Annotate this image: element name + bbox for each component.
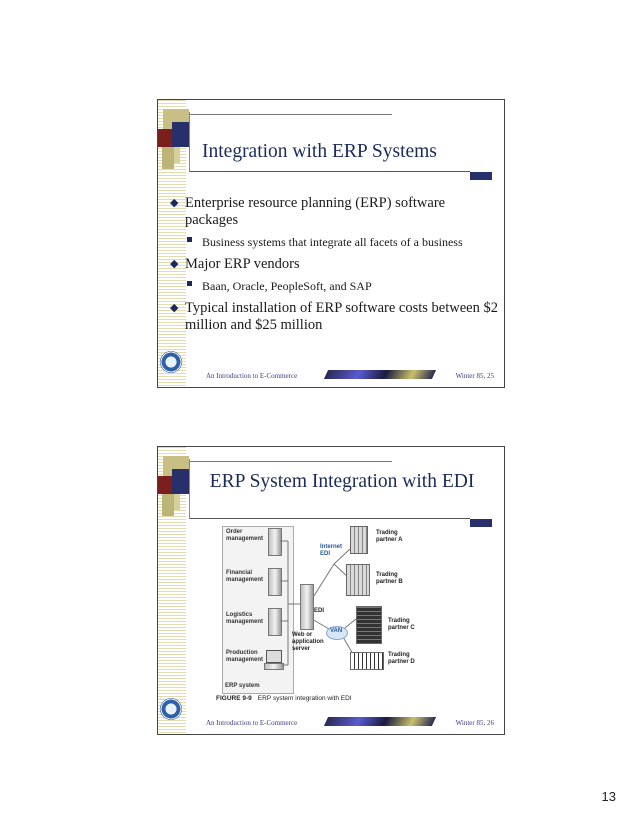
- partner-b-building-icon: [346, 564, 370, 596]
- van-cloud-icon: [326, 626, 348, 640]
- slide-title: Integration with ERP Systems: [202, 141, 437, 162]
- bullet-text: Enterprise resource planning (ERP) softw…: [185, 195, 446, 228]
- bullet-list: ◆ Enterprise resource planning (ERP) sof…: [165, 188, 501, 334]
- partner-d-building-icon: [350, 652, 384, 670]
- footer-decoration: [323, 717, 437, 726]
- financial-server-icon: [268, 568, 282, 596]
- diamond-bullet-icon: ◆: [170, 302, 179, 314]
- module-label-logistics: Logistics management: [226, 612, 264, 625]
- erp-edi-figure: Order management Financial management Lo…: [216, 524, 446, 704]
- server-label: Web or application server: [292, 632, 324, 652]
- decorative-block: [172, 469, 189, 494]
- production-keyboard-icon: [264, 663, 284, 670]
- diamond-bullet-icon: ◆: [170, 197, 179, 209]
- slide-title: ERP System Integration with EDI: [209, 471, 475, 492]
- logistics-server-icon: [268, 608, 282, 636]
- internet-edi-label: Internet EDI: [320, 544, 343, 557]
- web-application-server-icon: [300, 584, 314, 630]
- figure-number: FIGURE 9-9: [216, 695, 252, 702]
- production-monitor-icon: [266, 650, 282, 663]
- partner-a-building-icon: [350, 526, 368, 554]
- decorative-block: [172, 122, 189, 147]
- edi-label: EDI: [314, 608, 325, 614]
- bullet-item: ◆ Enterprise resource planning (ERP) sof…: [165, 195, 501, 229]
- page-number: 13: [601, 789, 616, 804]
- diamond-bullet-icon: ◆: [170, 258, 179, 270]
- footer-decoration: [323, 370, 437, 379]
- sub-bullet-item: Business systems that integrate all face…: [165, 235, 501, 249]
- decorative-block: [162, 494, 174, 516]
- bullet-text: Major ERP vendors: [185, 256, 300, 272]
- university-seal-icon: [160, 698, 182, 720]
- square-bullet-icon: [187, 237, 192, 242]
- bullet-item: ◆ Typical installation of ERP software c…: [165, 300, 501, 334]
- square-bullet-icon: [187, 281, 192, 286]
- title-rule: [190, 171, 470, 172]
- figure-caption-text: ERP system integration with EDI: [257, 695, 352, 702]
- slide-26: ERP System Integration with EDI Order ma…: [157, 446, 505, 735]
- decorative-block: [158, 129, 172, 147]
- decorative-block: [162, 147, 174, 169]
- title-accent: [470, 172, 492, 180]
- title-accent: [470, 519, 492, 527]
- module-label-financial: Financial management: [226, 570, 264, 583]
- decorative-block: [158, 476, 172, 494]
- title-rule: [190, 114, 392, 115]
- bullet-item: ◆ Major ERP vendors: [165, 256, 501, 273]
- order-server-icon: [268, 528, 282, 556]
- van-label: VAN: [330, 628, 343, 634]
- bullet-text: Typical installation of ERP software cos…: [185, 300, 498, 333]
- university-seal-icon: [160, 351, 182, 373]
- module-label-production: Production management: [226, 650, 264, 663]
- footer-slide-number: Winter 85, 26: [455, 719, 494, 727]
- figure-caption: FIGURE 9-9 ERP system integration with ED…: [216, 695, 456, 702]
- footer-course: An Introduction to E-Commerce: [206, 719, 298, 727]
- decorative-line: [189, 112, 190, 172]
- slide-25: Integration with ERP Systems ◆ Enterpris…: [157, 99, 505, 388]
- partner-c-label: Trading partner C: [388, 618, 415, 631]
- title-rule: [190, 518, 470, 519]
- footer-slide-number: Winter 85, 25: [455, 372, 494, 380]
- title-rule: [190, 461, 392, 462]
- sub-bullet-text: Baan, Oracle, PeopleSoft, and SAP: [202, 279, 372, 293]
- sub-bullet-item: Baan, Oracle, PeopleSoft, and SAP: [165, 279, 501, 293]
- partner-a-label: Trading partner A: [376, 530, 403, 543]
- decorative-block: [174, 147, 180, 163]
- decorative-line: [189, 459, 190, 519]
- partner-c-building-icon: [356, 606, 382, 644]
- erp-system-label: ERP system: [225, 683, 260, 689]
- sub-bullet-text: Business systems that integrate all face…: [202, 235, 463, 249]
- footer-course: An Introduction to E-Commerce: [206, 372, 298, 380]
- decorative-block: [174, 494, 180, 510]
- module-label-order: Order management: [226, 529, 264, 542]
- partner-d-label: Trading partner D: [388, 652, 415, 665]
- partner-b-label: Trading partner B: [376, 572, 403, 585]
